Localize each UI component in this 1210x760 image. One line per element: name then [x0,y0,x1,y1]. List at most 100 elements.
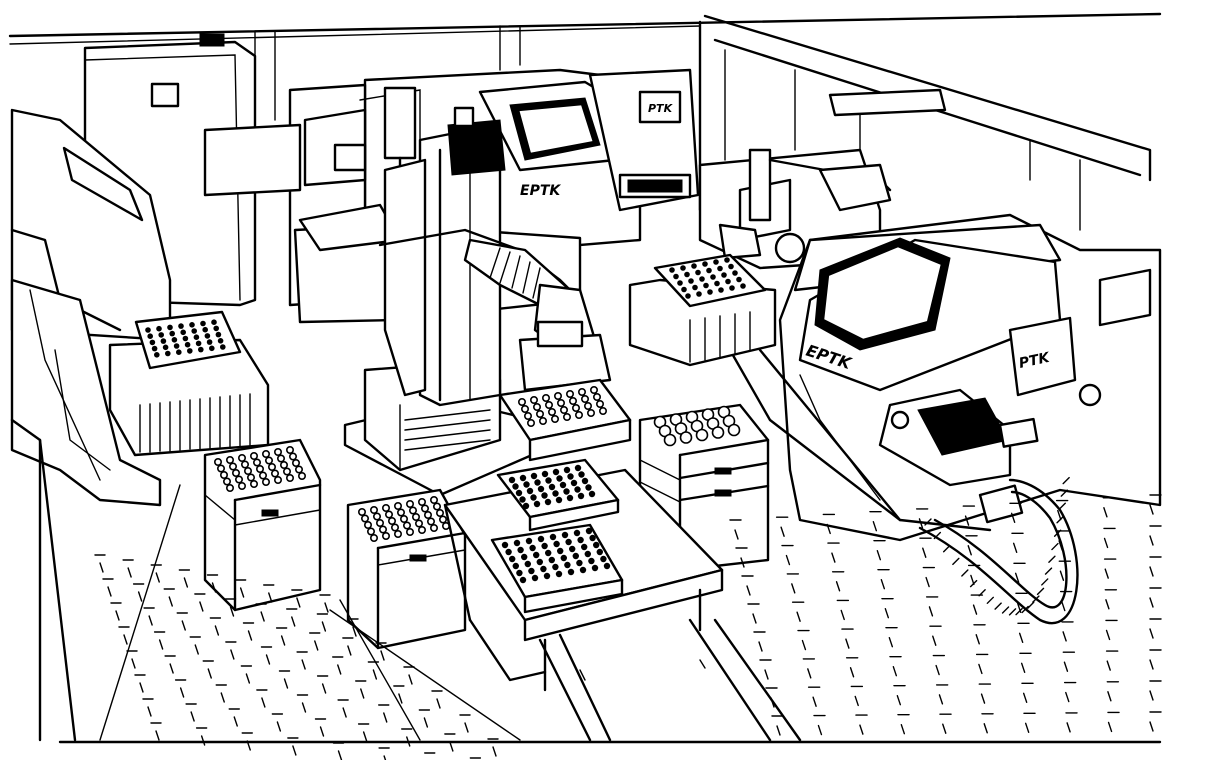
part-hole [250,451,259,460]
logo-small: PTK [648,102,674,115]
floor-tile-mark [942,723,947,734]
right-part-grid [669,257,746,299]
part-hole [589,385,598,394]
part-hole [180,329,186,336]
part-hole [559,481,567,489]
part-hole [530,494,537,501]
part-hole [149,339,156,346]
part-hole [543,572,551,580]
floor-tile-mark [398,693,403,704]
part-hole [679,431,693,444]
floor-tile-mark [220,692,225,703]
floor-tile-mark [1149,597,1154,608]
floor-tile-mark [372,669,378,680]
floor-tile-mark [245,673,251,684]
part-hole [526,487,534,495]
part-holder-grid [145,319,226,358]
part-hole [399,514,408,523]
floor-tile-mark [190,711,195,722]
part-hole [572,552,579,560]
part-hole [408,506,417,515]
transfer-robot [343,106,612,497]
floor-tile-mark [301,702,307,713]
part-hole [588,557,595,565]
floor-tile-mark [734,529,739,540]
floor-tile-mark [148,615,153,626]
floor-tile-mark [296,597,301,608]
part-hole [724,257,730,263]
part-hole [721,272,727,278]
cart-back-grid [508,464,596,510]
part-hole [369,505,378,514]
floor-tile-mark [978,663,983,675]
part-hole [565,538,572,546]
part-hole [717,265,723,272]
floor-tile-mark [207,668,212,679]
floor-tile-mark [1018,632,1024,644]
floor-tile-mark [169,663,174,674]
part-hole [226,455,235,464]
part-hole [521,553,528,561]
part-hole [525,537,533,545]
floor-tile-mark [362,731,368,742]
part-hole [509,555,516,563]
floor-tile-mark [900,723,906,735]
part-hole [703,282,709,289]
part-hole [729,285,735,291]
part-hole [592,392,601,401]
part-hole [206,339,213,345]
floor-tile-mark [155,730,160,741]
part-hole [549,533,557,541]
part-hole [273,475,282,484]
floor-tile-mark [935,664,940,676]
part-hole [728,263,734,270]
floor-tile-mark [1105,599,1110,610]
part-hole [536,558,543,566]
floor-tile-mark [408,674,413,685]
floor-tile-mark [352,626,357,637]
floor-tile-mark [291,616,296,627]
floor-tile-mark [321,683,327,694]
floor-tile-mark [1016,602,1022,614]
part-hole [411,512,420,521]
floor-tile-mark [1103,537,1109,549]
floor-tile-mark [181,620,186,631]
floor-tile-mark [321,621,327,632]
part-hole [195,340,202,347]
part-hole [438,515,447,524]
wall-socket-icon [150,82,180,108]
part-hole [375,518,384,527]
part-hole [151,345,158,352]
floor-tile-mark [347,645,352,656]
part-hole [526,418,535,427]
chain-link [924,518,932,526]
part-hole [217,338,224,344]
station-fins [689,311,751,363]
box-centre-grid [357,495,450,542]
part-hole [541,393,550,402]
floor-tile-mark [360,688,365,699]
part-hole [556,398,565,407]
part-hole [565,389,574,398]
part-hole [573,529,581,537]
floor-tile-mark [492,746,497,757]
part-hole [532,402,541,411]
floor-tile-mark [179,687,185,698]
left-machine [10,108,172,742]
part-hole [537,535,545,543]
part-hole [523,411,532,420]
floor-tile-mark [199,601,204,612]
part-hole [250,479,259,488]
part-hole [598,406,607,415]
part-hole [541,542,548,550]
vent-fins [139,393,251,453]
part-hole [699,276,705,282]
part-hole [544,498,552,506]
part-hole [538,416,547,425]
part-hole [276,454,285,463]
part-hole [680,265,686,271]
part-hole [577,387,586,396]
part-hole [261,449,270,458]
floor-tile-mark [233,716,238,727]
part-hole [535,409,544,418]
